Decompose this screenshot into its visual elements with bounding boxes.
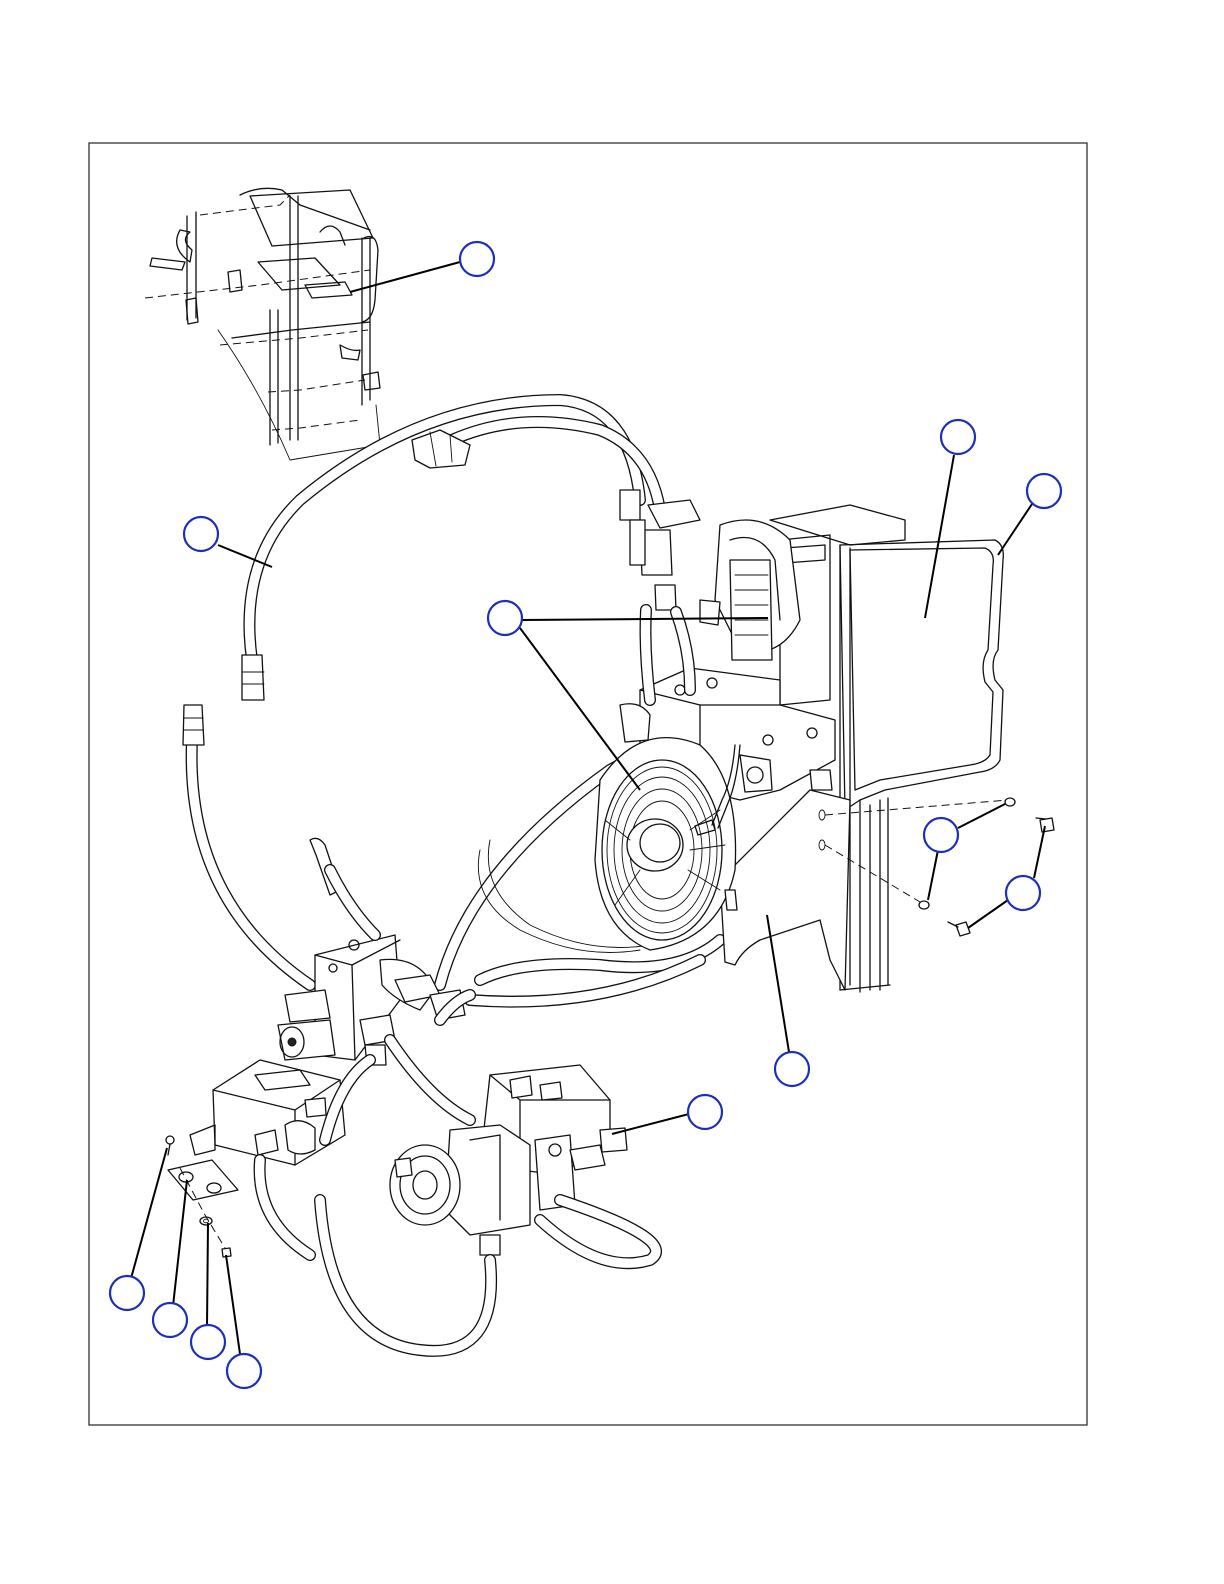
callout-oil-cooler[interactable] bbox=[488, 601, 522, 635]
callout-bolt-left[interactable] bbox=[110, 1276, 144, 1310]
cooler-fittings bbox=[620, 490, 720, 700]
tank-mount-frame-inset bbox=[145, 188, 380, 460]
callout-bolt-right[interactable] bbox=[1006, 876, 1040, 910]
control-valve-block bbox=[278, 838, 465, 1065]
callout-cooler-shroud-panel[interactable] bbox=[941, 420, 975, 454]
callout-washer-left[interactable] bbox=[191, 1325, 225, 1359]
mounting-bracket bbox=[720, 790, 1008, 990]
callout-hose-long[interactable] bbox=[184, 517, 218, 551]
callout-nut-left[interactable] bbox=[227, 1354, 261, 1388]
left-hardware-stack bbox=[166, 1136, 238, 1257]
callout-mounting-bracket[interactable] bbox=[775, 1052, 809, 1086]
callout-seal-gasket[interactable] bbox=[1027, 474, 1061, 508]
hydraulic-tank-box bbox=[190, 1060, 370, 1255]
callout-washer-right[interactable] bbox=[924, 818, 958, 852]
long-hydraulic-hose bbox=[242, 400, 660, 700]
callout-hydraulic-pump[interactable] bbox=[688, 1095, 722, 1129]
callout-pad-plate[interactable] bbox=[153, 1303, 187, 1337]
callout-balloons bbox=[110, 242, 1061, 1388]
lower-left-hose bbox=[183, 705, 310, 985]
cooling-fan bbox=[595, 738, 740, 950]
callout-hydraulic-tank-mount[interactable] bbox=[460, 242, 494, 276]
